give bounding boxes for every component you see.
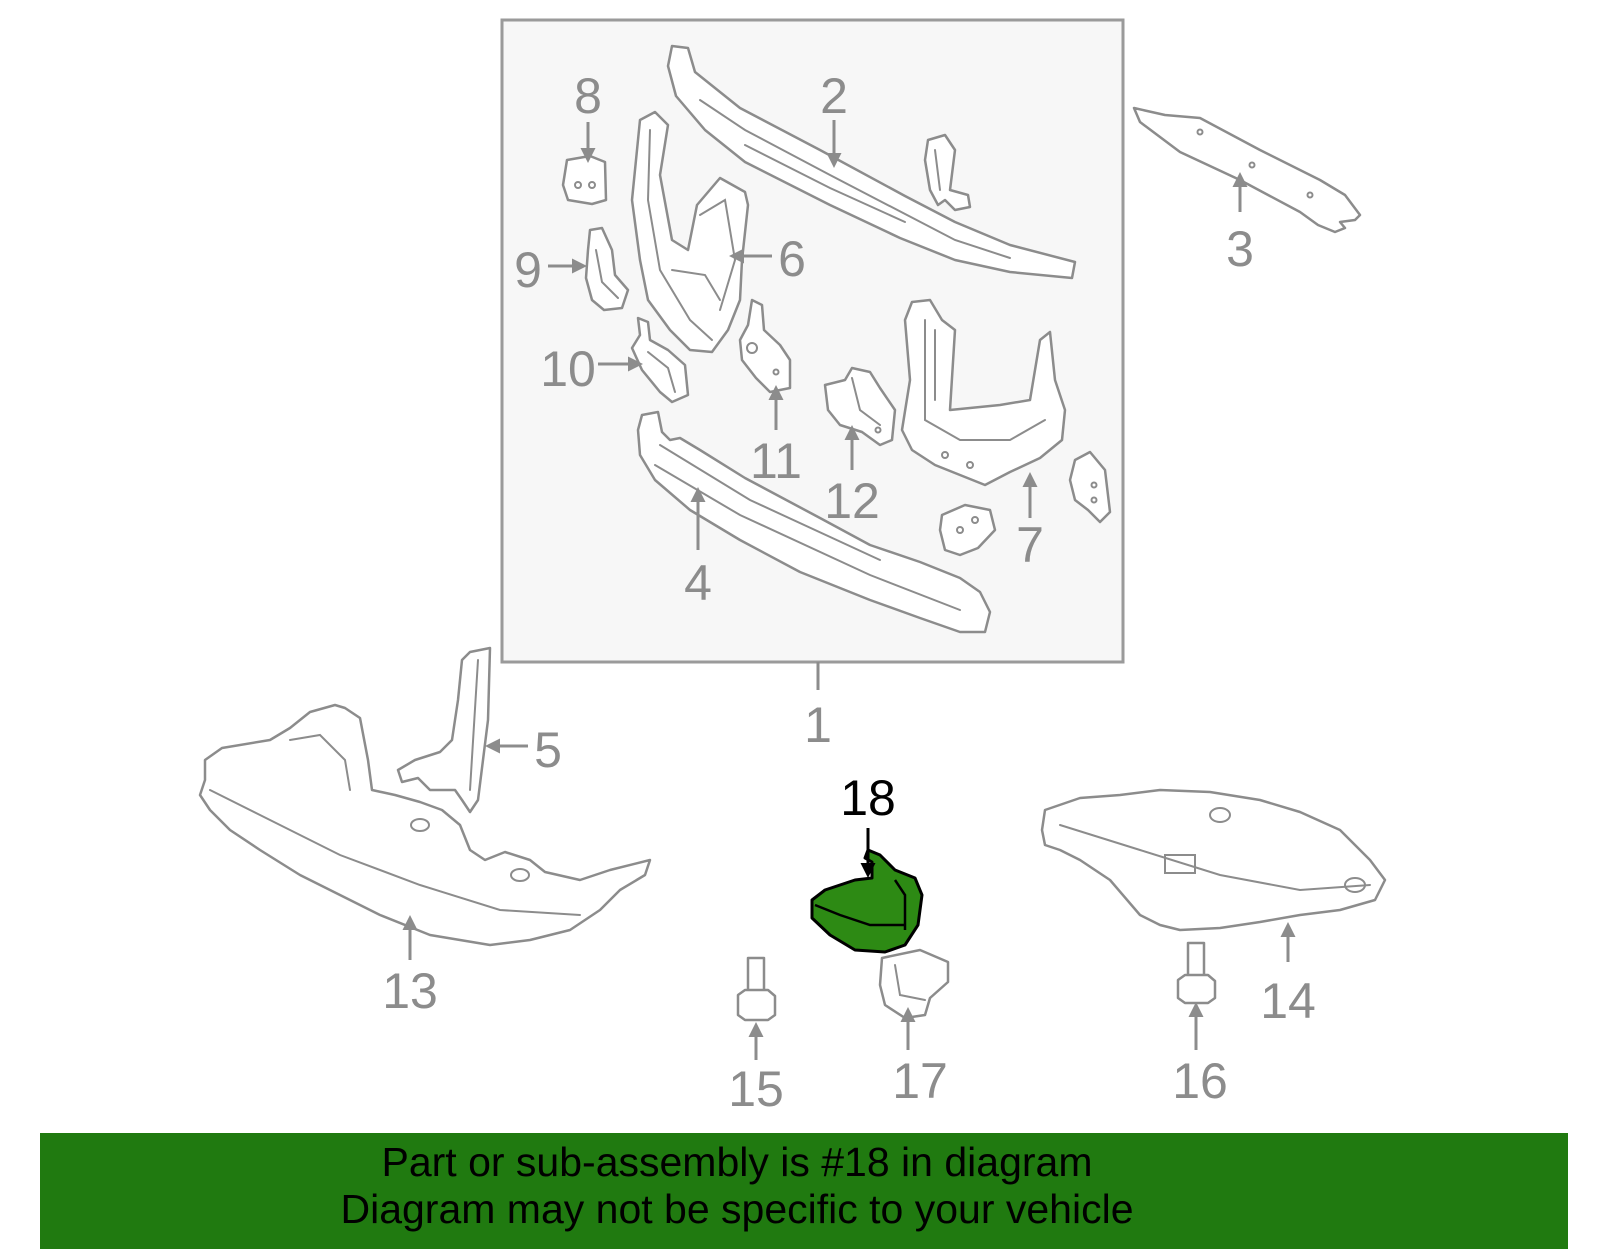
part-18-highlighted	[810, 848, 924, 954]
callout-15: 15	[728, 1061, 784, 1117]
callout-13: 13	[382, 963, 438, 1019]
part-6-side-support	[630, 110, 750, 354]
part-12-bracket	[823, 366, 897, 447]
part-5-deflector	[396, 646, 492, 814]
banner-part-line: Part or sub-assembly is #18 in diagram	[381, 1139, 1093, 1185]
part-13-under-cover	[198, 703, 652, 947]
part-17-bracket	[878, 948, 950, 1020]
callout-labels: 8 2 3 9 6 10 11 12 7 4 1 5 18 13 14 15 1…	[382, 68, 1316, 1117]
part-16-bolt	[1176, 941, 1217, 1005]
callout-2: 2	[820, 68, 848, 124]
callout-5: 5	[534, 722, 562, 778]
callout-11: 11	[750, 433, 802, 489]
part-2-upper-support	[666, 44, 1077, 280]
part-15-bolt	[736, 956, 777, 1022]
leader-lines	[402, 120, 1296, 1060]
callout-7: 7	[1016, 517, 1044, 573]
part-10-bracket	[630, 316, 690, 404]
part-8-bracket	[561, 154, 608, 206]
part-14-under-cover	[1040, 788, 1387, 932]
callout-14: 14	[1260, 973, 1316, 1029]
callout-6: 6	[778, 231, 806, 287]
callout-9: 9	[514, 242, 542, 298]
callout-8: 8	[574, 68, 602, 124]
callout-18: 18	[840, 770, 896, 826]
part-4-lower-support	[636, 410, 992, 634]
callout-16: 16	[1172, 1053, 1228, 1109]
small-bracket-lower	[938, 503, 997, 557]
callout-10: 10	[540, 341, 596, 397]
banner-disclaimer-line: Diagram may not be specific to your vehi…	[340, 1186, 1134, 1232]
callout-12: 12	[824, 473, 880, 529]
small-bracket-right	[1068, 450, 1112, 524]
callout-3: 3	[1226, 221, 1254, 277]
callout-17: 17	[892, 1053, 948, 1109]
part-3-strip	[1132, 106, 1362, 234]
callout-1: 1	[804, 697, 832, 753]
small-bracket-upper	[923, 133, 972, 212]
info-banner: Part or sub-assembly is #18 in diagram D…	[40, 1133, 1568, 1249]
callout-4: 4	[684, 555, 712, 611]
part-7-side-support	[900, 298, 1067, 487]
